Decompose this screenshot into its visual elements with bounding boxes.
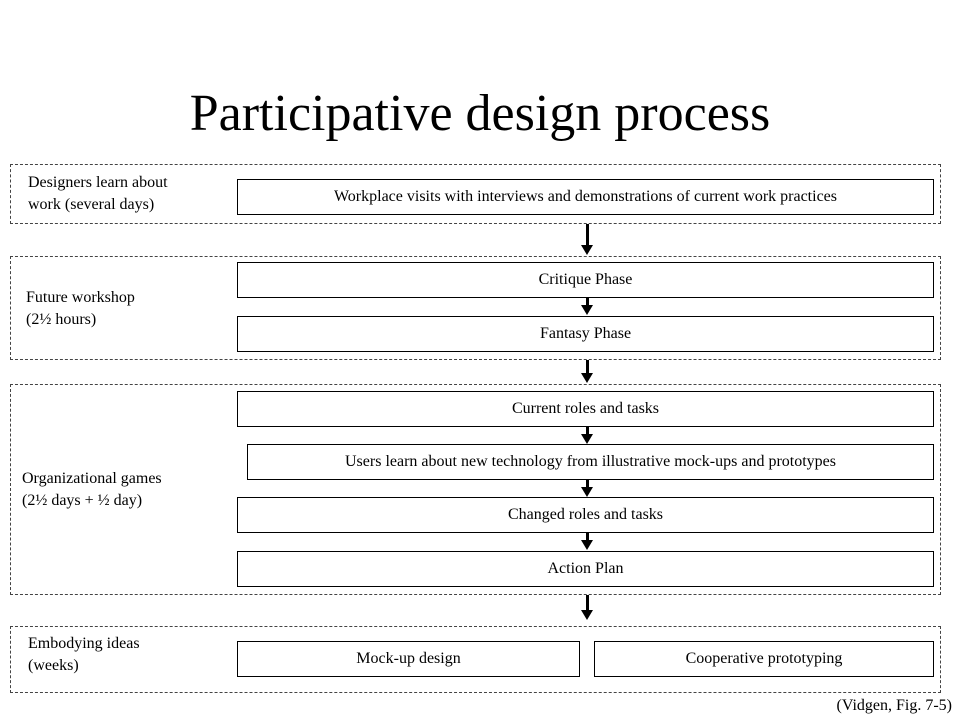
source-citation: (Vidgen, Fig. 7-5) xyxy=(836,697,952,714)
phase-label-future-workshop: Future workshop (2½ hours) xyxy=(26,289,135,328)
phase-group-embodying-ideas xyxy=(10,626,941,693)
phase-group-organizational-games xyxy=(10,384,941,595)
step-workplace-visits: Workplace visits with interviews and dem… xyxy=(237,179,934,215)
phase-group-future-workshop xyxy=(10,256,941,360)
phase-label-organizational-games: Organizational games (2½ days + ½ day) xyxy=(22,470,162,509)
step-current-roles: Current roles and tasks xyxy=(237,391,934,427)
step-mock-up-design: Mock-up design xyxy=(237,641,580,677)
step-changed-roles: Changed roles and tasks xyxy=(237,497,934,533)
step-users-learn-new-technology: Users learn about new technology from il… xyxy=(247,444,934,480)
step-action-plan: Action Plan xyxy=(237,551,934,587)
step-fantasy-phase: Fantasy Phase xyxy=(237,316,934,352)
phase-label-embodying-ideas: Embodying ideas (weeks) xyxy=(28,635,140,674)
page-title: Participative design process xyxy=(189,85,771,142)
step-critique-phase: Critique Phase xyxy=(237,262,934,298)
phase-label-learn-about-work: Designers learn about work (several days… xyxy=(28,174,168,213)
step-cooperative-prototyping: Cooperative prototyping xyxy=(594,641,934,677)
phase-group-learn-about-work xyxy=(10,164,941,224)
